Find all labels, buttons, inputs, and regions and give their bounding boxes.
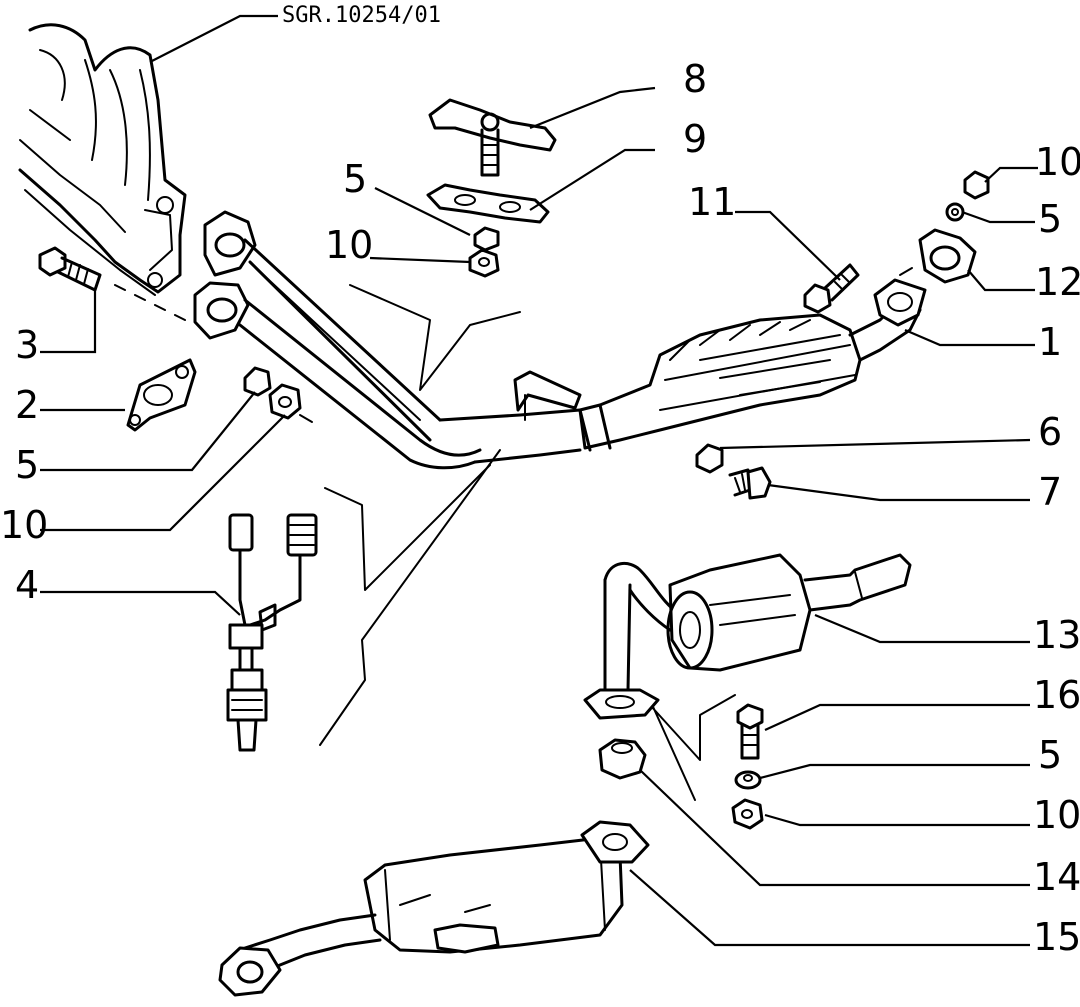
- nut-washer-front: [243, 366, 313, 423]
- callout-8: 8: [683, 57, 707, 101]
- middle-silencer-part-13: [583, 553, 912, 720]
- hanger-part-9: [426, 183, 550, 224]
- reference-leader: [149, 14, 278, 63]
- callout-10-upper-right: 10: [1035, 140, 1080, 184]
- callout-10-hanger: 10: [325, 223, 373, 267]
- lambda-sensor-part-4: [226, 513, 318, 752]
- callout-16: 16: [1033, 673, 1080, 717]
- callout-5-left: 5: [15, 443, 39, 487]
- callout-5-lower: 5: [1038, 733, 1062, 777]
- nut-washer-hanger: [468, 226, 500, 278]
- bolt-part-3: [38, 246, 186, 321]
- rubber-mount-part-14: [598, 738, 647, 780]
- callout-2: 2: [15, 383, 39, 427]
- rear-silencer-part-15: [218, 820, 650, 997]
- bolt-part-11: [803, 263, 860, 314]
- callout-1: 1: [1038, 320, 1062, 364]
- washer-lower: [734, 770, 762, 790]
- callout-14: 14: [1033, 855, 1080, 899]
- callout-3: 3: [15, 323, 39, 367]
- bolt-part-16: [736, 703, 764, 760]
- catalytic-converter: [578, 278, 927, 452]
- callout-13: 13: [1033, 613, 1080, 657]
- plug-part-6: [695, 443, 724, 474]
- callout-9: 9: [683, 117, 707, 161]
- callout-15: 15: [1033, 915, 1080, 959]
- callout-12: 12: [1035, 260, 1080, 304]
- hanger-part-8: [428, 98, 557, 177]
- reference-code: SGR.10254/01: [282, 3, 441, 28]
- callout-4: 4: [15, 563, 39, 607]
- callout-7: 7: [1038, 470, 1062, 514]
- nut-washer-upper-right: [945, 170, 990, 222]
- connection-lines: [319, 284, 736, 801]
- callout-5-upper-right: 5: [1038, 197, 1062, 241]
- exhaust-manifold: [18, 23, 187, 296]
- callout-5-hanger: 5: [343, 157, 367, 201]
- callout-10-left: 10: [0, 503, 48, 547]
- bolt-part-7: [728, 466, 772, 500]
- callout-6: 6: [1038, 410, 1062, 454]
- front-exhaust-pipe: [193, 210, 582, 470]
- leader-lines: [40, 86, 1038, 947]
- nut-lower: [731, 798, 764, 830]
- flange-gasket-part-12: [899, 228, 977, 284]
- callout-10-lower: 10: [1033, 793, 1080, 837]
- callout-11: 11: [688, 180, 736, 224]
- gasket-part-2: [126, 358, 197, 432]
